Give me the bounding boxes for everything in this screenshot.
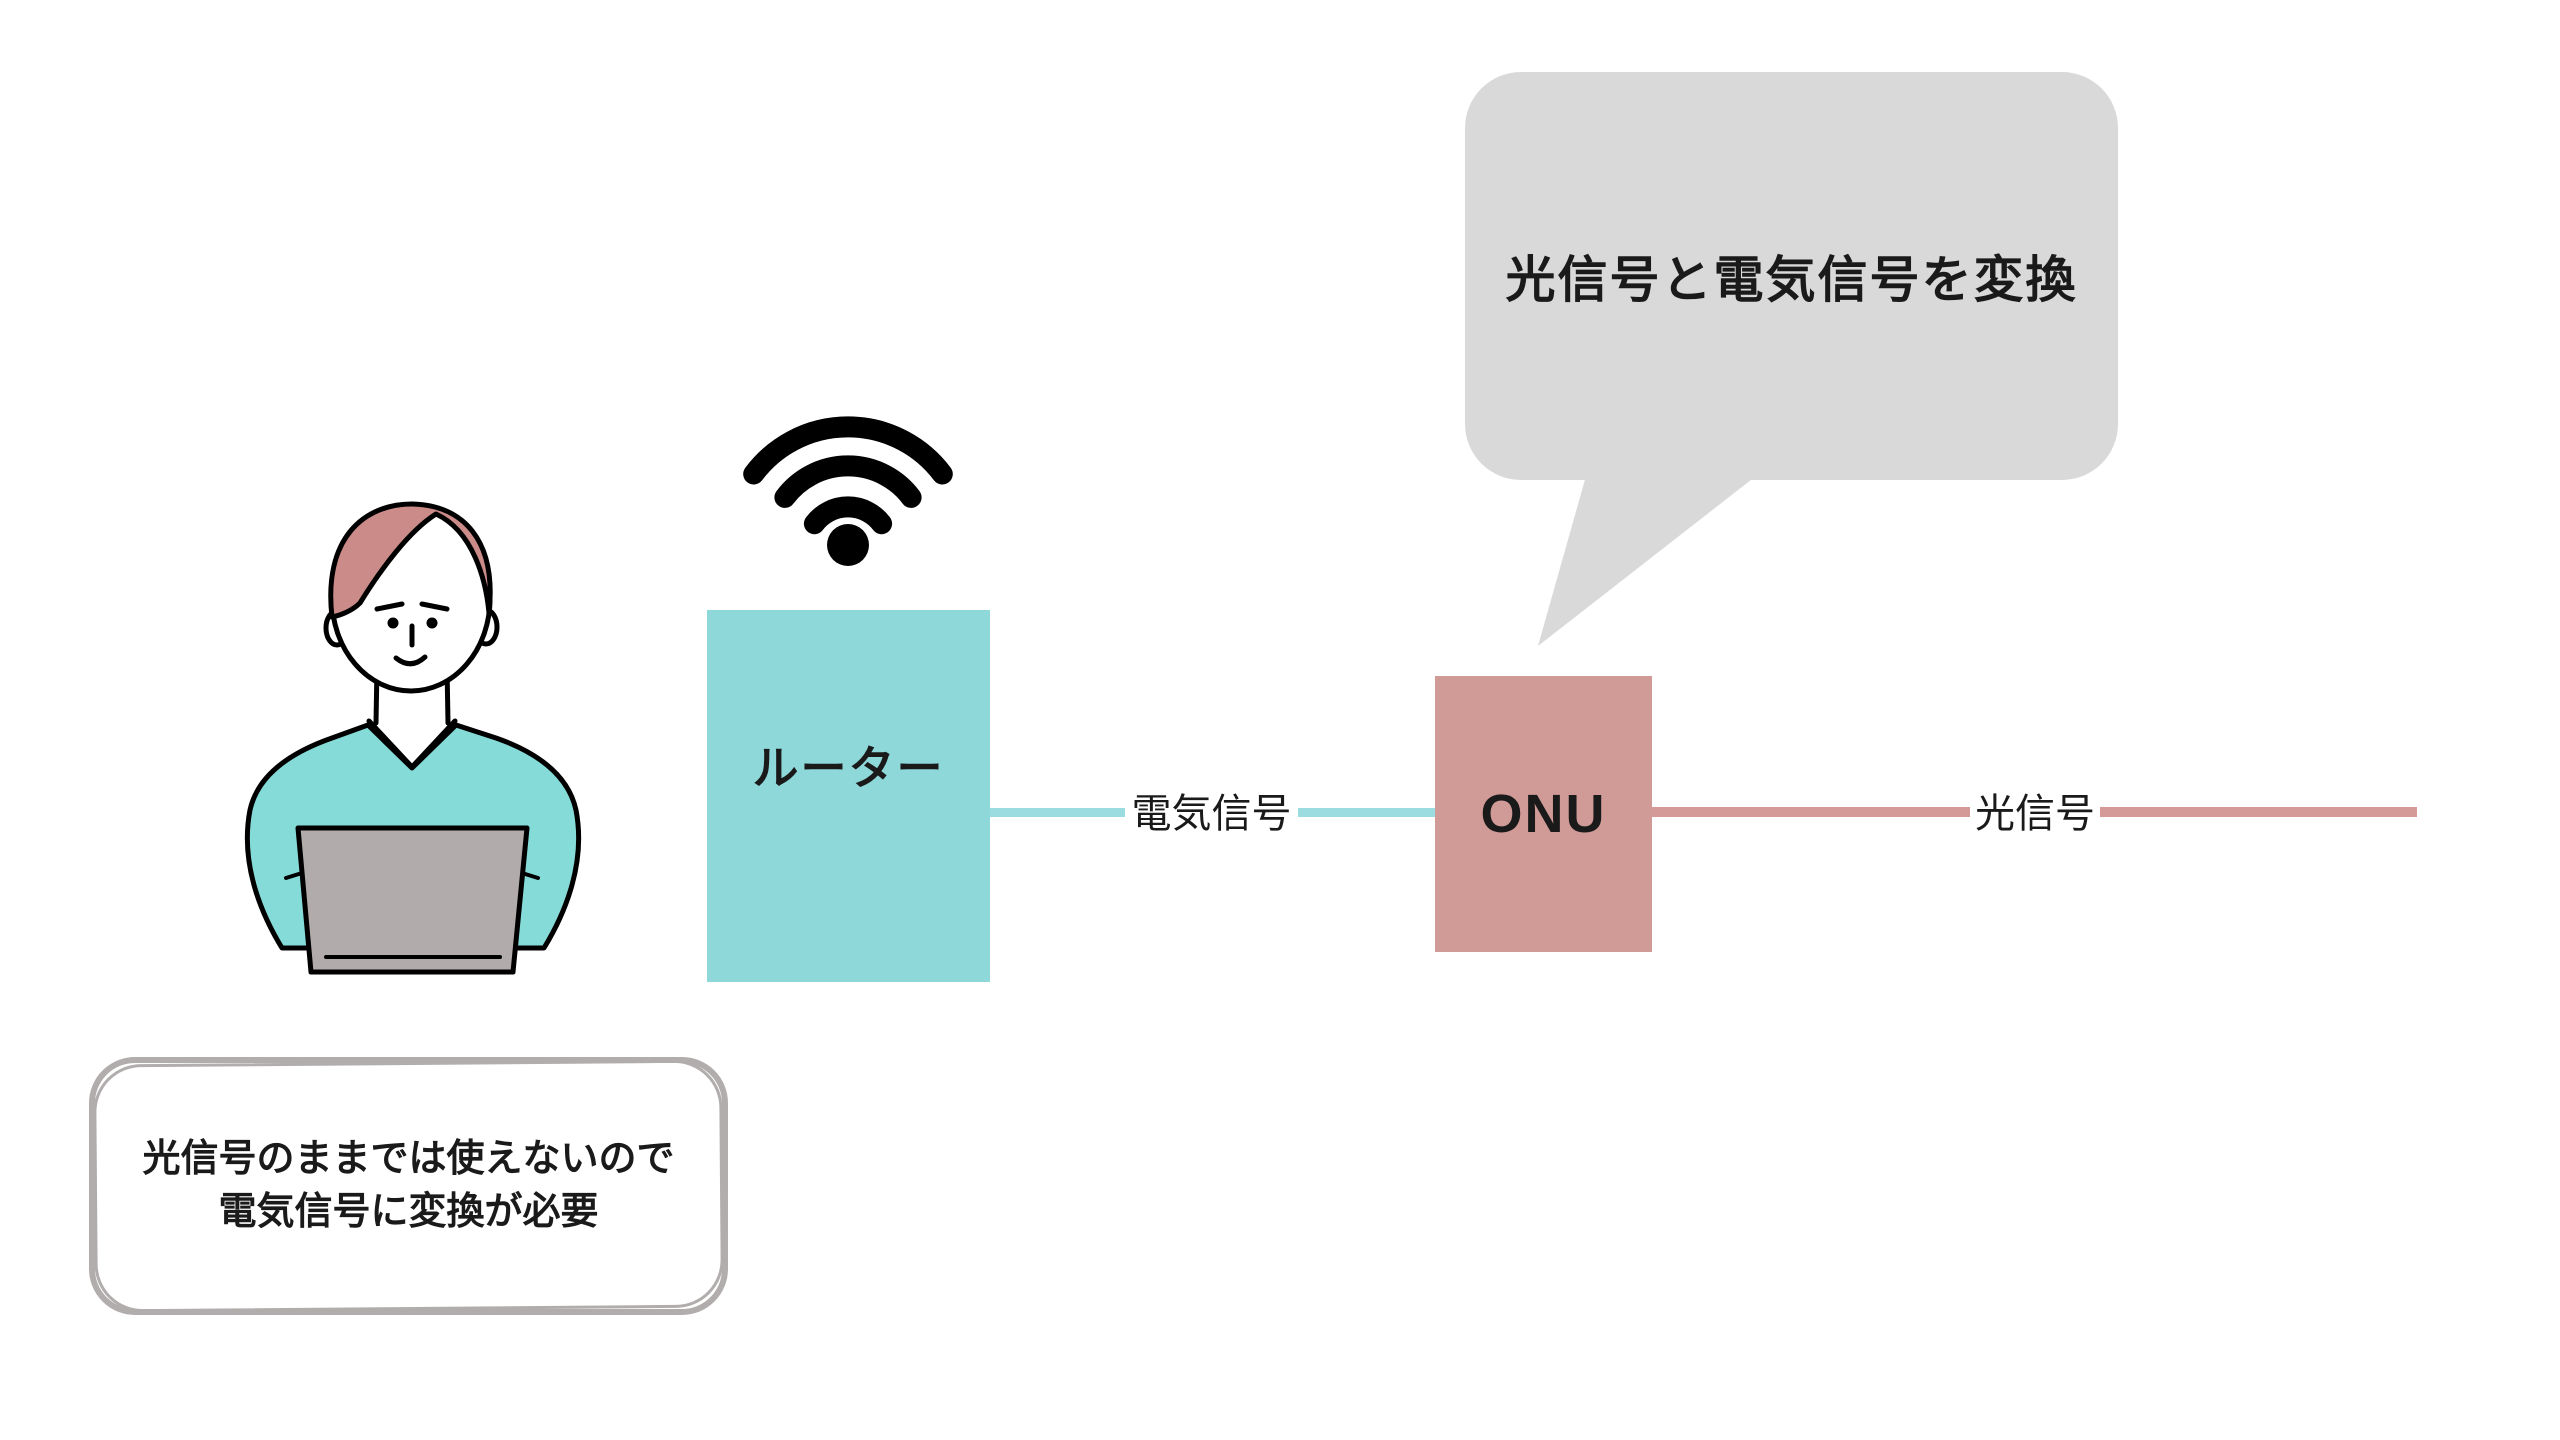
speech-bubble-tail: [1538, 476, 1756, 646]
laptop: [295, 825, 530, 975]
person-hair: [328, 501, 493, 620]
speech-bubble: 光信号と電気信号を変換: [1465, 72, 2118, 480]
optical-signal-line: [2100, 807, 2417, 817]
speech-bubble-text: 光信号と電気信号を変換: [1505, 252, 2078, 308]
electric-signal-line: [990, 808, 1125, 817]
electric-signal-label: 電気信号: [1131, 792, 1292, 836]
electric-signal-line: [1298, 808, 1435, 817]
person-illustration: [244, 501, 582, 975]
optical-signal-label: 光信号: [1975, 792, 2095, 836]
note-text-line2: 電気信号に変換が必要: [218, 1191, 599, 1233]
onu-label: ONU: [1480, 784, 1607, 844]
wifi-icon: [743, 416, 953, 566]
router-box: ルーター: [707, 610, 990, 982]
router-label: ルーター: [752, 742, 945, 794]
note-text-line1: 光信号のままでは使えないので: [142, 1138, 675, 1180]
note-box: 光信号のままでは使えないので 電気信号に変換が必要: [89, 1057, 728, 1315]
person-collar: [366, 718, 458, 770]
onu-box: ONU: [1435, 676, 1652, 952]
optical-signal-line: [1652, 807, 1970, 817]
